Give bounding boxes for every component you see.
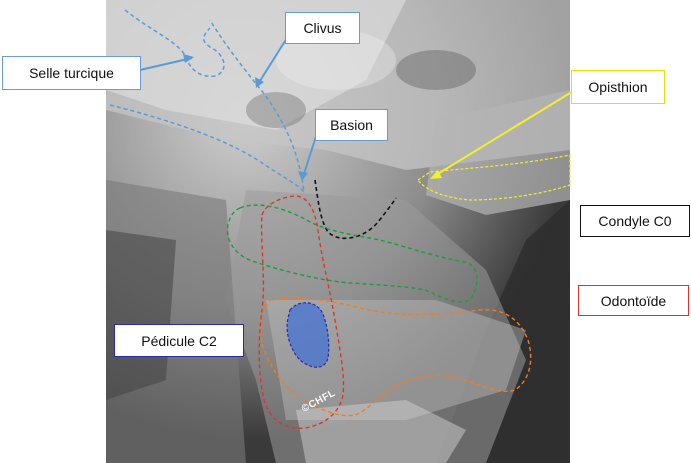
label-clivus: Clivus: [285, 12, 360, 44]
label-pedicule-c2: Pédicule C2: [114, 324, 244, 357]
label-opisthion: Opisthion: [571, 70, 665, 104]
label-basion: Basion: [315, 109, 388, 141]
xray-drawing: [106, 0, 570, 463]
label-condyle-c0: Condyle C0: [580, 205, 690, 237]
label-odontoide: Odontoïde: [578, 285, 689, 316]
xray-image: [106, 0, 570, 463]
label-selle-turcique: Selle turcique: [2, 56, 141, 90]
